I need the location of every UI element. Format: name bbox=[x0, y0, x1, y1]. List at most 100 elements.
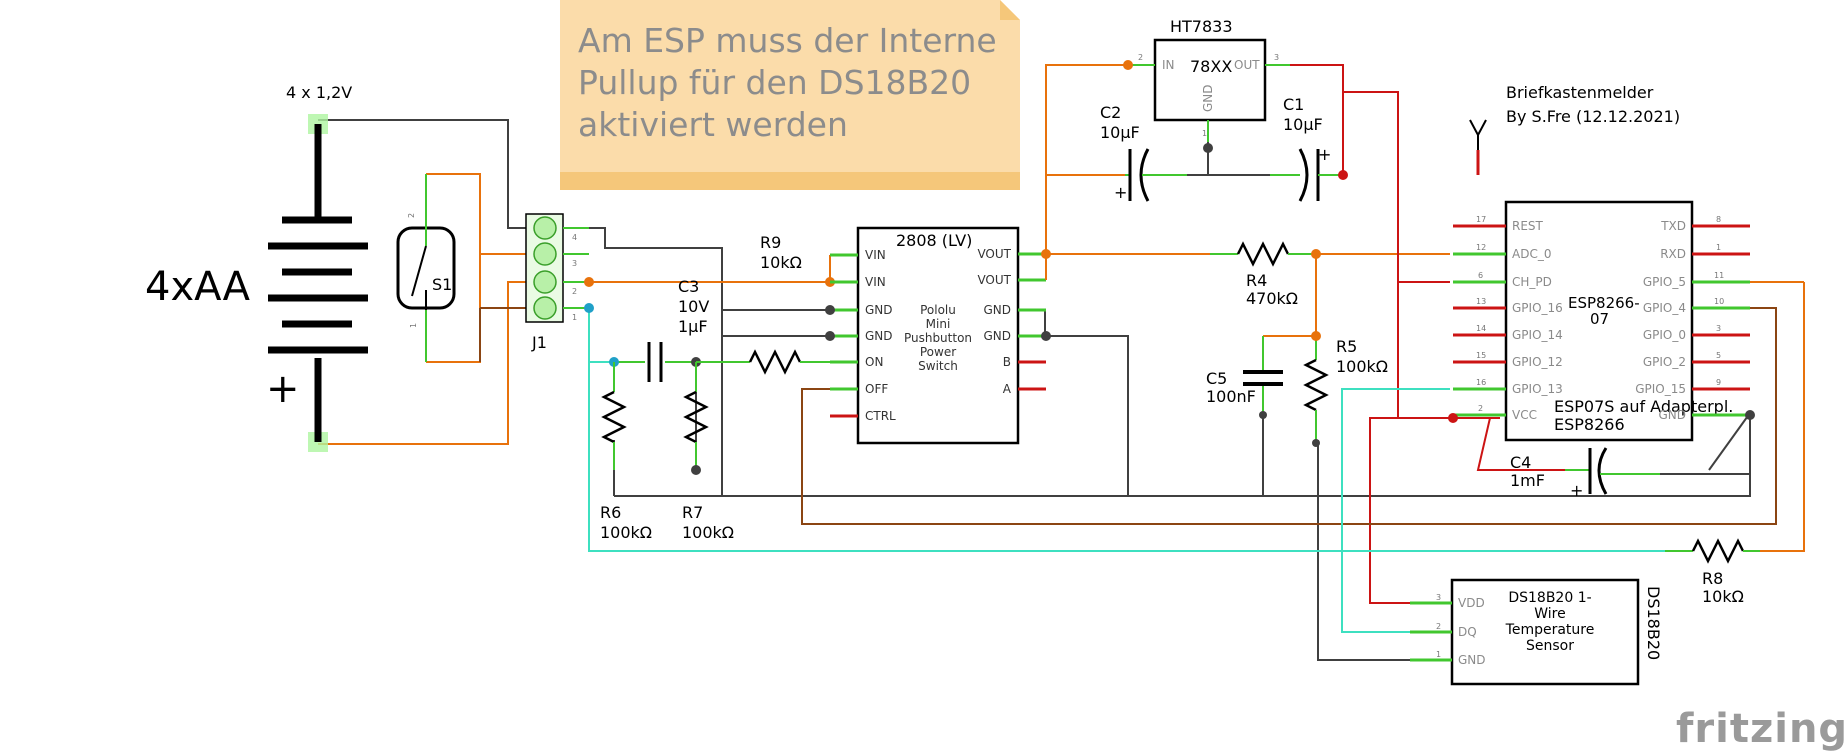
esp-label1: ESP07S auf Adapterpl. bbox=[1554, 397, 1733, 416]
battery-label: 4xAA bbox=[145, 264, 251, 310]
r6-name: R6 bbox=[600, 503, 621, 522]
ds-num-3: 3 bbox=[1436, 593, 1441, 602]
c2-value: 10µF bbox=[1100, 123, 1140, 142]
pololu-desc-5: Switch bbox=[918, 359, 958, 373]
pololu-pin-gnd3: GND bbox=[983, 303, 1011, 317]
ds-desc-3: Temperature bbox=[1505, 622, 1595, 638]
esp-pin-gpio14: GPIO_14 bbox=[1512, 328, 1563, 342]
ds-desc-1: DS18B20 1- bbox=[1508, 590, 1591, 606]
battery-plus: + bbox=[266, 366, 300, 412]
regulator-name: HT7833 bbox=[1170, 17, 1233, 36]
c5-name: C5 bbox=[1206, 369, 1227, 388]
title-line-2: By S.Fre (12.12.2021) bbox=[1506, 107, 1680, 126]
r6-value: 100kΩ bbox=[600, 523, 652, 542]
esp-num-2: 2 bbox=[1478, 404, 1483, 413]
resistor-on[interactable] bbox=[696, 349, 830, 375]
note[interactable]: Am ESP muss der Interne Pullup für den D… bbox=[560, 0, 1020, 190]
esp-pin-gpio16: GPIO_16 bbox=[1512, 301, 1563, 315]
j1-pin-3: 3 bbox=[572, 259, 577, 268]
resistor-r6[interactable]: R6 100kΩ bbox=[600, 362, 652, 542]
switch-pin-top: 2 bbox=[407, 213, 416, 218]
connector-j1[interactable]: 4 3 2 1 J1 bbox=[525, 213, 594, 352]
pololu-pin-gnd4: GND bbox=[983, 329, 1011, 343]
regulator-in: IN bbox=[1162, 58, 1175, 72]
resistor-r4[interactable]: R4 470kΩ bbox=[1210, 241, 1321, 308]
note-line-1: Am ESP muss der Interne bbox=[578, 21, 997, 60]
r9-value: 10kΩ bbox=[760, 253, 802, 272]
esp-pin-rest: REST bbox=[1512, 219, 1544, 233]
pololu-pin-vout1: VOUT bbox=[977, 247, 1011, 261]
fritzing-logo: fritzing bbox=[1676, 706, 1848, 752]
esp-pin-gpio12: GPIO_12 bbox=[1512, 355, 1563, 369]
switch-s1[interactable]: S1 2 1 bbox=[396, 174, 456, 362]
esp8266-module[interactable]: ESP8266- 07 ESP07S auf Adapterpl. ESP826… bbox=[1448, 200, 1755, 442]
connector-label: J1 bbox=[531, 333, 547, 352]
battery-top-label: 4 x 1,2V bbox=[286, 83, 352, 102]
pololu-pin-a: A bbox=[1003, 382, 1012, 396]
j1-pin-1: 1 bbox=[572, 313, 577, 322]
c3-value1: 10V bbox=[678, 297, 709, 316]
resistor-r8[interactable]: R8 10kΩ bbox=[1665, 538, 1760, 606]
ds18b20-sensor[interactable]: VDD DQ GND 3 2 1 DS18B20 1- Wire Tempera… bbox=[1410, 578, 1663, 686]
ds-pin-gnd: GND bbox=[1458, 653, 1486, 667]
capacitor-c4[interactable]: C4 1mF + bbox=[1510, 447, 1660, 500]
switch-pin-bottom: 1 bbox=[409, 323, 418, 328]
r7-value: 100kΩ bbox=[682, 523, 734, 542]
c3-value2: 1µF bbox=[678, 317, 708, 336]
pololu-pin-off: OFF bbox=[865, 382, 888, 396]
regulator-pin-out: 3 bbox=[1274, 53, 1279, 62]
r4-name: R4 bbox=[1246, 271, 1267, 290]
antenna-icon bbox=[1469, 119, 1487, 175]
esp-pin-gpio13: GPIO_13 bbox=[1512, 382, 1563, 396]
esp-pin-gpio4: GPIO_4 bbox=[1643, 301, 1686, 315]
capacitor-c3[interactable]: C3 10V 1µF bbox=[609, 277, 709, 382]
esp-pin-gpio15: GPIO_15 bbox=[1635, 382, 1686, 396]
pololu-desc-3: Pushbutton bbox=[904, 331, 972, 345]
esp-num-16: 16 bbox=[1476, 378, 1486, 387]
pololu-pin-gnd2: GND bbox=[865, 329, 893, 343]
esp-pin-gpio0: GPIO_0 bbox=[1643, 328, 1686, 342]
pololu-pin-on: ON bbox=[865, 355, 883, 369]
title-line-1: Briefkastenmelder bbox=[1506, 83, 1654, 102]
ds-desc-4: Sensor bbox=[1526, 638, 1574, 654]
capacitor-c2[interactable]: C2 10µF + bbox=[1100, 103, 1187, 202]
esp-name2: 07 bbox=[1590, 310, 1609, 328]
capacitor-c1[interactable]: C1 10µF + bbox=[1270, 95, 1348, 202]
r4-value: 470kΩ bbox=[1246, 289, 1298, 308]
pololu-switch[interactable]: 2808 (LV) Pololu Mini Pushbutton Power S… bbox=[825, 226, 1051, 445]
c1-name: C1 bbox=[1283, 95, 1304, 114]
ds-desc-2: Wire bbox=[1534, 606, 1566, 622]
pololu-pin-vin2: VIN bbox=[865, 275, 886, 289]
esp-pin-gnd: GND bbox=[1658, 408, 1686, 422]
c5-value: 100nF bbox=[1206, 387, 1256, 406]
esp-pin-gpio5: GPIO_5 bbox=[1643, 275, 1686, 289]
esp-name: ESP8266- bbox=[1568, 294, 1640, 312]
ds-num-1: 1 bbox=[1436, 650, 1441, 659]
capacitor-c5[interactable]: C5 100nF bbox=[1206, 336, 1283, 419]
esp-num-13: 13 bbox=[1476, 297, 1486, 306]
battery[interactable]: 4xAA 4 x 1,2V + bbox=[145, 83, 368, 452]
regulator-ht7833[interactable]: HT7833 78XX IN OUT GND 2 3 1 bbox=[1123, 17, 1290, 153]
regulator-body: 78XX bbox=[1190, 57, 1232, 76]
r5-value: 100kΩ bbox=[1336, 357, 1388, 376]
esp-num-14: 14 bbox=[1476, 324, 1486, 333]
esp-num-5: 5 bbox=[1716, 351, 1721, 360]
ds-num-2: 2 bbox=[1436, 622, 1441, 631]
j1-pin-2: 2 bbox=[572, 287, 577, 296]
r5-name: R5 bbox=[1336, 337, 1357, 356]
esp-num-10: 10 bbox=[1714, 297, 1724, 306]
j1-pin-4: 4 bbox=[572, 233, 577, 242]
esp-pin-chpd: CH_PD bbox=[1512, 275, 1552, 289]
resistor-r5[interactable]: R5 100kΩ bbox=[1303, 331, 1388, 447]
pololu-title: 2808 (LV) bbox=[896, 231, 972, 250]
regulator-pin-gnd: 1 bbox=[1202, 129, 1207, 138]
resistor-r9[interactable]: R9 10kΩ bbox=[760, 233, 835, 287]
esp-pin-vcc: VCC bbox=[1512, 408, 1537, 422]
resistor-r7[interactable]: R7 100kΩ bbox=[682, 362, 734, 542]
pololu-desc-2: Mini bbox=[926, 317, 951, 331]
pololu-pin-b: B bbox=[1003, 355, 1011, 369]
esp-num-1: 1 bbox=[1716, 243, 1721, 252]
c4-plus: + bbox=[1570, 481, 1583, 500]
esp-pin-txd: TXD bbox=[1660, 219, 1686, 233]
